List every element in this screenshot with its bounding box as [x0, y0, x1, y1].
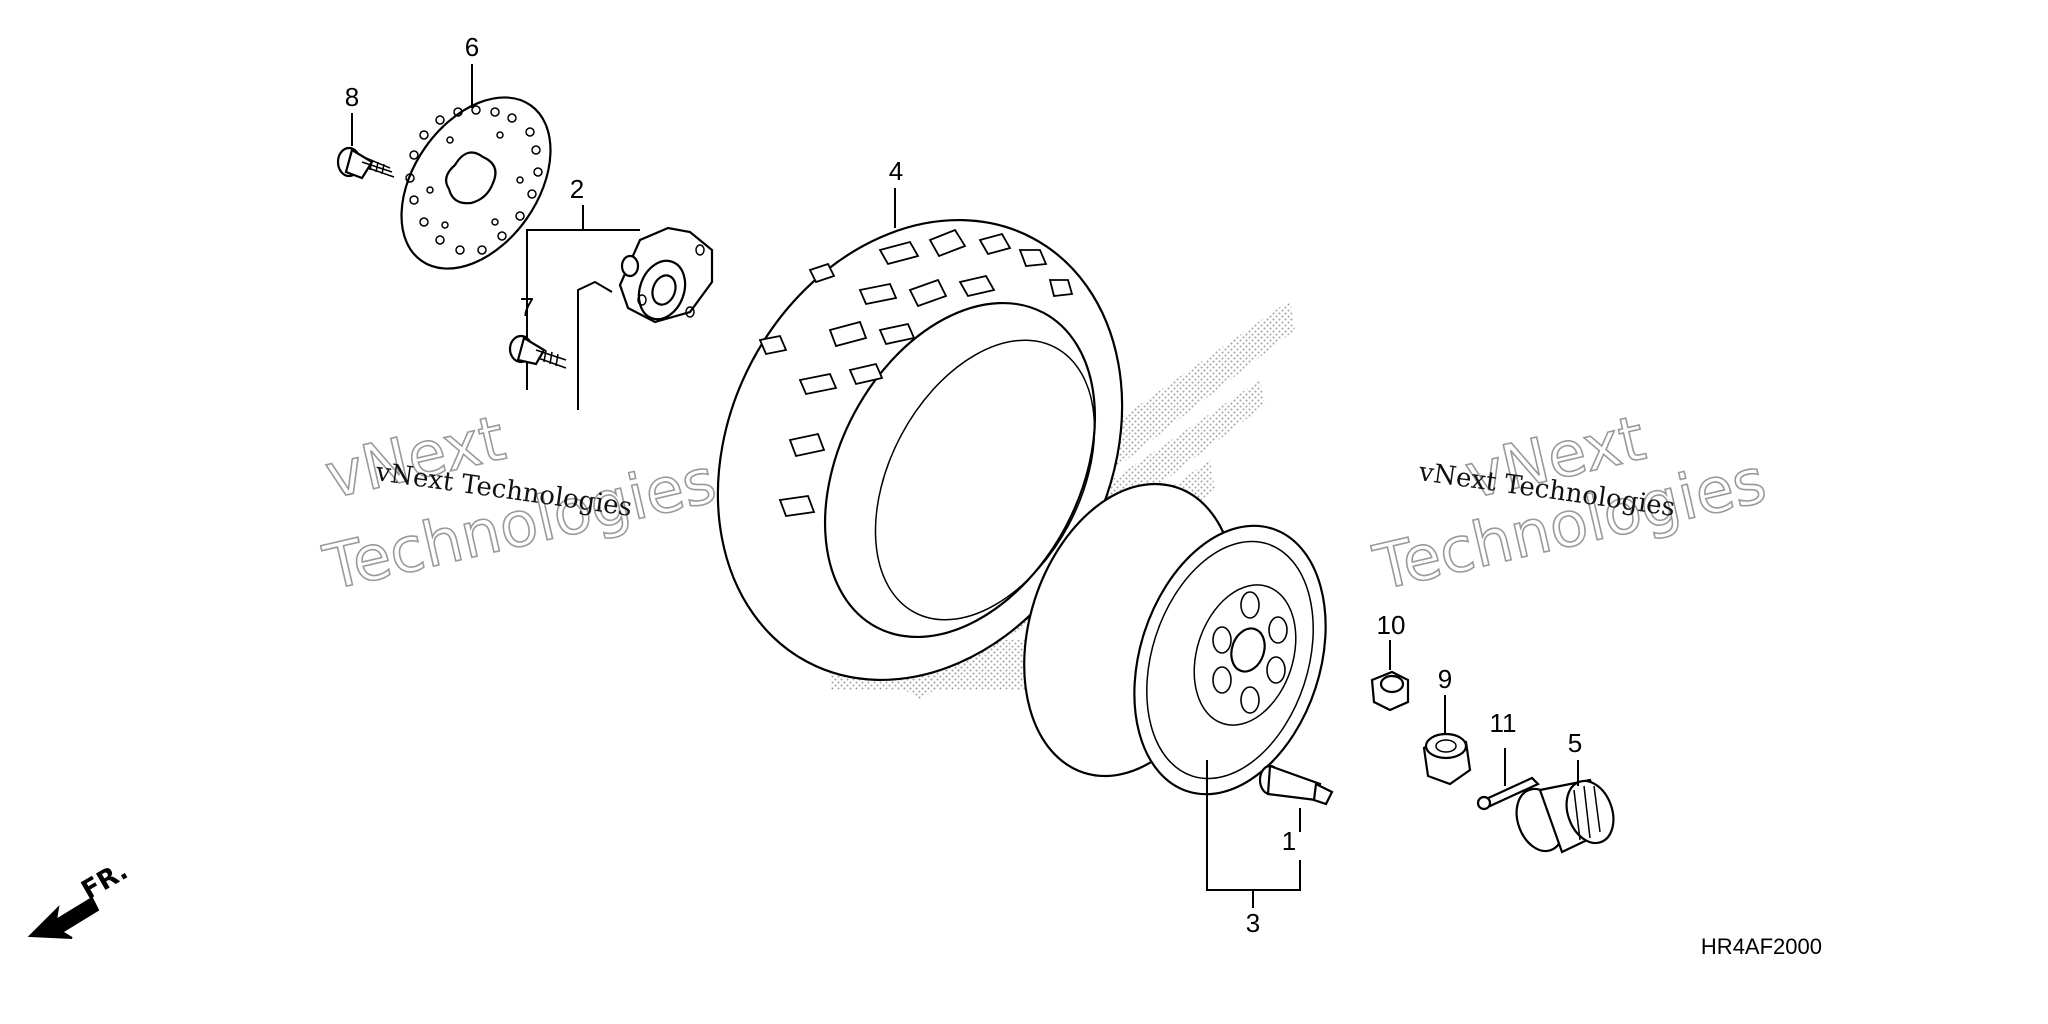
watermark-right: vNext Technologies vNext Technologies	[1366, 400, 1773, 605]
wheel-rim-part-3	[1023, 482, 1327, 796]
callout-9: 9	[1438, 664, 1452, 694]
castle-nut-part-9	[1422, 732, 1472, 786]
bolt-part-7	[508, 334, 567, 369]
callout-2: 2	[570, 174, 584, 204]
brake-disc-part-6	[400, 96, 552, 270]
front-direction-arrow: FR.	[27, 856, 134, 939]
nut-part-10	[1370, 670, 1410, 712]
hub-cap-part-5	[1515, 778, 1615, 854]
callout-6: 6	[465, 32, 479, 62]
tire-part-4	[716, 218, 1124, 682]
callout-7: 7	[520, 292, 534, 322]
callout-10: 10	[1377, 610, 1406, 640]
callout-5: 5	[1568, 728, 1582, 758]
callout-11: 11	[1490, 708, 1517, 738]
hub-part-2	[618, 226, 714, 324]
valve-stem-part-1	[1258, 764, 1334, 806]
diagram-code: HR4AF2000	[1701, 934, 1822, 959]
callout-8: 8	[345, 82, 359, 112]
callout-4: 4	[889, 156, 903, 186]
bolt-part-8	[336, 146, 395, 180]
cotter-pin-part-11	[1476, 776, 1540, 811]
watermark-left: vNext Technologies vNext Technologies	[316, 400, 723, 605]
front-marker-label: FR.	[77, 856, 134, 906]
callout-1: 1	[1282, 826, 1296, 856]
callout-3: 3	[1246, 908, 1260, 938]
